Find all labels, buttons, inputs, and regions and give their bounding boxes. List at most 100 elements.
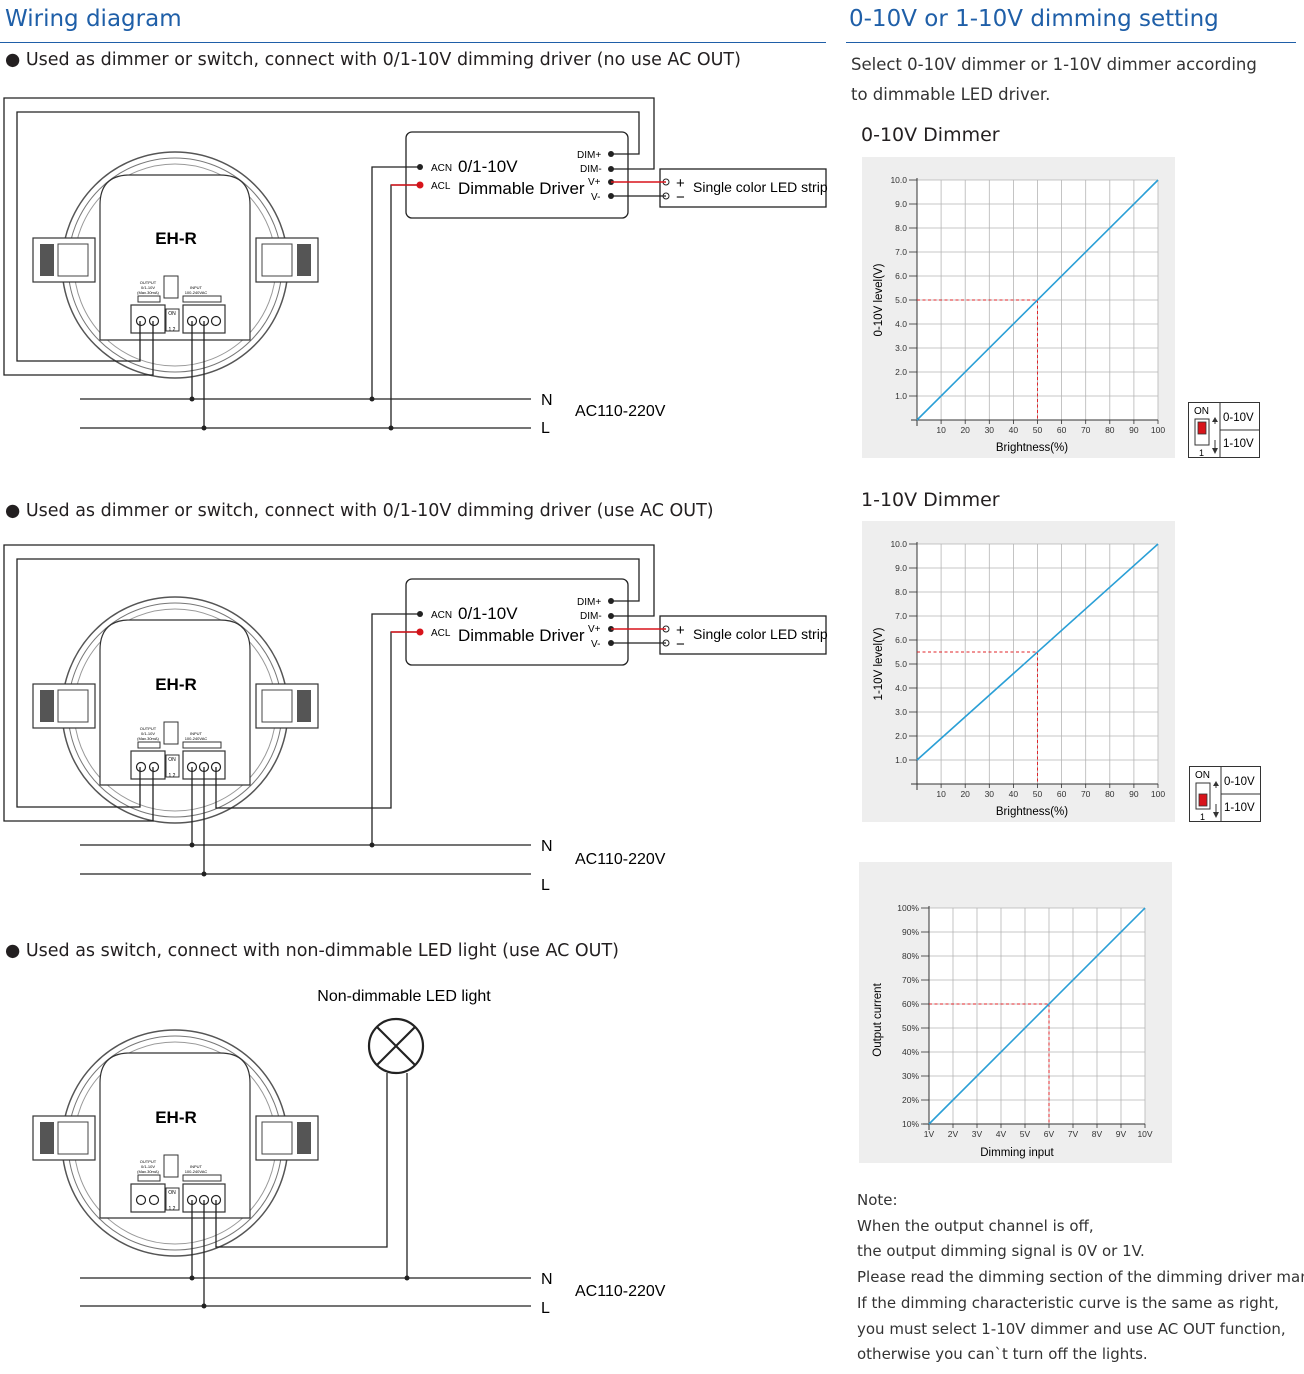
chart2-ylabel: 1-10V level(V)	[873, 627, 885, 700]
wiring-diagram-3: Non-dimmable LED light EH-R OUTPUT 0/1-1…	[32, 988, 666, 1317]
y-tick-label: 1.0	[895, 391, 907, 401]
svg-text:−: −	[676, 189, 685, 206]
chart2-title: 1-10V Dimmer	[861, 489, 1000, 511]
svg-text:N: N	[541, 838, 553, 855]
svg-text:+: +	[676, 622, 685, 639]
svg-text:0/1-10V: 0/1-10V	[458, 604, 518, 623]
y-tick-label: 9.0	[895, 199, 907, 209]
chart1-ylabel: 0-10V level(V)	[873, 263, 885, 336]
svg-text:OUTPUT: OUTPUT	[140, 1159, 157, 1164]
lamp-icon	[367, 1017, 425, 1075]
note-block: Note: When the output channel is off, th…	[857, 1188, 1304, 1368]
x-tick-label: 40	[1009, 425, 1019, 435]
dip-switch-0-10v: ON 1 0-10V 1-10V	[1188, 402, 1260, 458]
y-tick-label: 2.0	[895, 731, 907, 741]
x-tick-label: 8V	[1092, 1129, 1103, 1139]
eh-r-device: EH-R OUTPUT 0/1-10V (Max.30mA) INPUT 100…	[32, 151, 319, 379]
svg-text:ACL: ACL	[431, 181, 451, 192]
svg-text:INPUT: INPUT	[190, 285, 203, 290]
y-tick-label: 10%	[902, 1119, 919, 1129]
y-tick-label: 100%	[897, 903, 919, 913]
svg-text:1-10V: 1-10V	[1224, 802, 1255, 814]
y-tick-label: 20%	[902, 1095, 919, 1105]
svg-text:AC110-220V: AC110-220V	[575, 403, 666, 420]
svg-text:DIM-: DIM-	[580, 611, 602, 622]
diagram3-caption: ● Used as switch, connect with non-dimma…	[5, 941, 620, 961]
svg-text:ON: ON	[168, 1190, 176, 1196]
led-strip	[659, 615, 827, 655]
dimmable-driver	[405, 131, 629, 219]
x-tick-label: 80	[1105, 425, 1115, 435]
svg-text:(Max.30mA): (Max.30mA)	[137, 290, 159, 295]
svg-text:Single color LED strip: Single color LED strip	[693, 626, 828, 642]
x-tick-label: 5V	[1020, 1129, 1031, 1139]
x-tick-label: 10	[936, 789, 946, 799]
svg-text:DIM+: DIM+	[577, 597, 601, 608]
x-tick-label: 6V	[1044, 1129, 1055, 1139]
series-line	[916, 179, 1159, 421]
svg-text:ON: ON	[1195, 770, 1210, 781]
dimming-title: 0-10V or 1-10V dimming setting	[849, 6, 1219, 32]
note-line: If the dimming characteristic curve is t…	[857, 1293, 1279, 1312]
x-tick-label: 60	[1057, 425, 1067, 435]
svg-text:ACN: ACN	[431, 163, 452, 174]
x-tick-label: 20	[960, 789, 970, 799]
svg-text:N: N	[541, 392, 553, 409]
svg-text:1 2: 1 2	[169, 1206, 176, 1212]
series-line	[916, 543, 1159, 761]
svg-text:L: L	[541, 877, 550, 894]
svg-text:+: +	[676, 175, 685, 192]
dip-switch-1-10v: ON 1 0-10V 1-10V	[1189, 766, 1261, 822]
svg-text:−: −	[676, 636, 685, 653]
x-tick-label: 9V	[1116, 1129, 1127, 1139]
svg-text:(Max.30mA): (Max.30mA)	[137, 736, 159, 741]
svg-text:OUTPUT: OUTPUT	[140, 280, 157, 285]
eh-r-device: EH-R OUTPUT 0/1-10V (Max.30mA) INPUT 100…	[32, 1029, 319, 1257]
y-tick-label: 50%	[902, 1023, 919, 1033]
note-heading: Note:	[857, 1191, 898, 1209]
wiring-diagram-1: EH-R OUTPUT 0/1-10V (Max.30mA) INPUT 100…	[3, 97, 828, 437]
series-line	[928, 907, 1146, 1125]
lamp-label: Non-dimmable LED light	[317, 988, 491, 1005]
diagram1-caption: ● Used as dimmer or switch, connect with…	[5, 50, 741, 70]
svg-text:DIM+: DIM+	[577, 150, 601, 161]
svg-text:0-10V: 0-10V	[1223, 412, 1254, 424]
diagram2-caption: ● Used as dimmer or switch, connect with…	[5, 501, 714, 521]
x-tick-label: 20	[960, 425, 970, 435]
y-tick-label: 30%	[902, 1071, 919, 1081]
wiring-title: Wiring diagram	[5, 6, 182, 32]
svg-text:Dimmable Driver: Dimmable Driver	[458, 179, 585, 198]
svg-text:ON: ON	[168, 311, 176, 317]
svg-text:OUTPUT: OUTPUT	[140, 726, 157, 731]
chart3-ylabel: Output current	[872, 982, 884, 1056]
y-tick-label: 8.0	[895, 223, 907, 233]
y-tick-label: 3.0	[895, 707, 907, 717]
x-tick-label: 90	[1129, 789, 1139, 799]
y-tick-label: 5.0	[895, 295, 907, 305]
x-tick-label: 10V	[1137, 1129, 1152, 1139]
svg-text:1: 1	[1199, 448, 1204, 458]
y-tick-label: 3.0	[895, 343, 907, 353]
y-tick-label: 90%	[902, 927, 919, 937]
x-tick-label: 80	[1105, 789, 1115, 799]
eh-r-device: EH-R OUTPUT 0/1-10V (Max.30mA) INPUT 100…	[32, 596, 319, 824]
svg-text:L: L	[541, 420, 550, 437]
x-tick-label: 70	[1081, 425, 1091, 435]
svg-text:1: 1	[1200, 812, 1205, 822]
x-tick-label: 40	[1009, 789, 1019, 799]
note-line: otherwise you can`t turn off the lights.	[857, 1345, 1148, 1364]
svg-text:ACL: ACL	[431, 628, 451, 639]
x-tick-label: 7V	[1068, 1129, 1079, 1139]
dimmable-driver	[405, 578, 629, 666]
svg-text:L: L	[541, 1300, 550, 1317]
dimming-intro-2: to dimmable LED driver.	[851, 85, 1051, 104]
x-tick-label: 30	[985, 789, 995, 799]
svg-text:1 2: 1 2	[169, 773, 176, 779]
svg-text:Dimmable Driver: Dimmable Driver	[458, 626, 585, 645]
x-tick-label: 60	[1057, 789, 1067, 799]
device-label: EH-R	[155, 1108, 197, 1127]
svg-text:V+: V+	[588, 624, 601, 635]
svg-text:(Max.30mA): (Max.30mA)	[137, 1169, 159, 1174]
x-tick-label: 3V	[972, 1129, 983, 1139]
y-tick-label: 1.0	[895, 755, 907, 765]
